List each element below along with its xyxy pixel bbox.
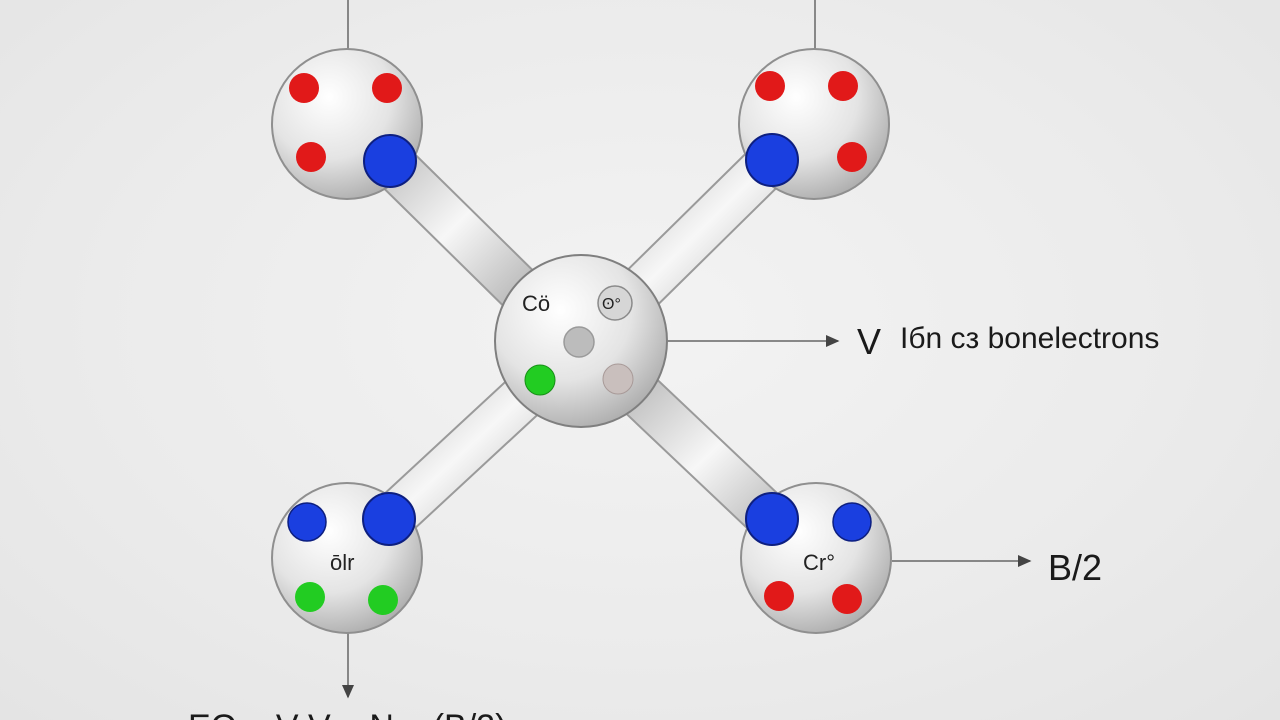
electron-gray [597, 285, 633, 321]
callout-right-lower-text: B/2 [1048, 547, 1102, 588]
callout-bottom-text: EQ = V V = N = (B/2) [188, 708, 506, 720]
electron-blue [363, 134, 417, 188]
electron-red [764, 581, 794, 611]
bond-top-left [366, 138, 544, 314]
electron-red [755, 71, 785, 101]
electron-blue [745, 492, 799, 546]
electron-blue [832, 502, 872, 542]
electron-red [837, 142, 867, 172]
electron-red [289, 73, 319, 103]
electron-blue [362, 492, 416, 546]
electron-blue [745, 133, 799, 187]
bond-top-right [616, 136, 796, 314]
electron-red [372, 73, 402, 103]
electron-green [524, 364, 556, 396]
atom-bottom-left: ōlr [271, 482, 423, 634]
electron-gray [563, 326, 595, 358]
bond-bottom-left [366, 371, 549, 544]
callout-right-upper-text: Iбn cз bonelectrons [900, 322, 1159, 355]
electron-red [832, 584, 862, 614]
electron-blue [287, 502, 327, 542]
electron-green [295, 582, 325, 612]
atom-bottom-left-label: ōlr [330, 550, 354, 575]
electron-red [296, 142, 326, 172]
atom-center-label-left: Cö [522, 291, 550, 316]
callout-right-upper-letter: V [857, 321, 881, 362]
electron-red [828, 71, 858, 101]
electron-green [368, 585, 398, 615]
atom-bottom-right: Cr° [740, 482, 892, 634]
atom-bottom-right-label: Cr° [803, 550, 835, 575]
bond-bottom-right [616, 371, 796, 544]
atom-center-label-right: ʘ° [602, 296, 621, 313]
atom-center: Cö ʘ° [494, 254, 668, 428]
atom-top-right [738, 48, 890, 200]
atom-top-left [271, 48, 423, 200]
electron-gray [602, 363, 634, 395]
